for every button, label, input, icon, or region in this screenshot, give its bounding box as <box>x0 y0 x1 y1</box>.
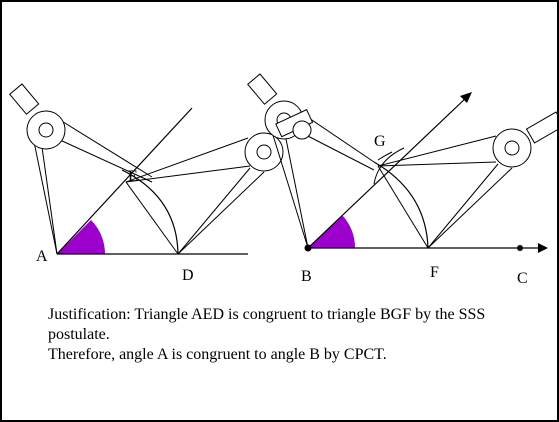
arc-mark-g2 <box>377 151 393 161</box>
label-e: E <box>128 168 138 185</box>
label-g: G <box>374 133 386 150</box>
right-construction <box>247 73 557 253</box>
compass-right-2 <box>275 109 314 140</box>
angle-a-sector <box>57 220 106 254</box>
label-b: B <box>301 268 312 285</box>
left-construction <box>9 83 284 255</box>
arc-ed <box>121 169 179 255</box>
justification-line-2: Therefore, angle A is congruent to angle… <box>48 346 387 363</box>
ray-bg <box>307 95 469 249</box>
arc-mark-g1 <box>373 147 405 185</box>
label-d: D <box>182 267 194 284</box>
label-a: A <box>36 248 48 265</box>
compass-handle <box>9 83 40 115</box>
arrow-bc <box>538 243 548 253</box>
arc-gf <box>373 161 429 249</box>
compass-right-3 <box>377 111 557 249</box>
label-c: C <box>517 270 528 287</box>
angle-b-sector <box>308 215 356 248</box>
arrow-bg <box>460 92 472 103</box>
justification-line-1: Justification: Triangle AED is congruent… <box>48 306 486 343</box>
justification-text: Justification: Triangle AED is congruent… <box>48 305 528 365</box>
point-c <box>517 245 523 251</box>
compass-left-2 <box>125 132 284 255</box>
ray-ae <box>56 107 193 255</box>
compass-left-1 <box>9 83 153 255</box>
segment-gf <box>377 165 429 249</box>
point-b <box>304 244 312 252</box>
segment-ed <box>125 181 179 255</box>
label-f: F <box>430 264 439 281</box>
